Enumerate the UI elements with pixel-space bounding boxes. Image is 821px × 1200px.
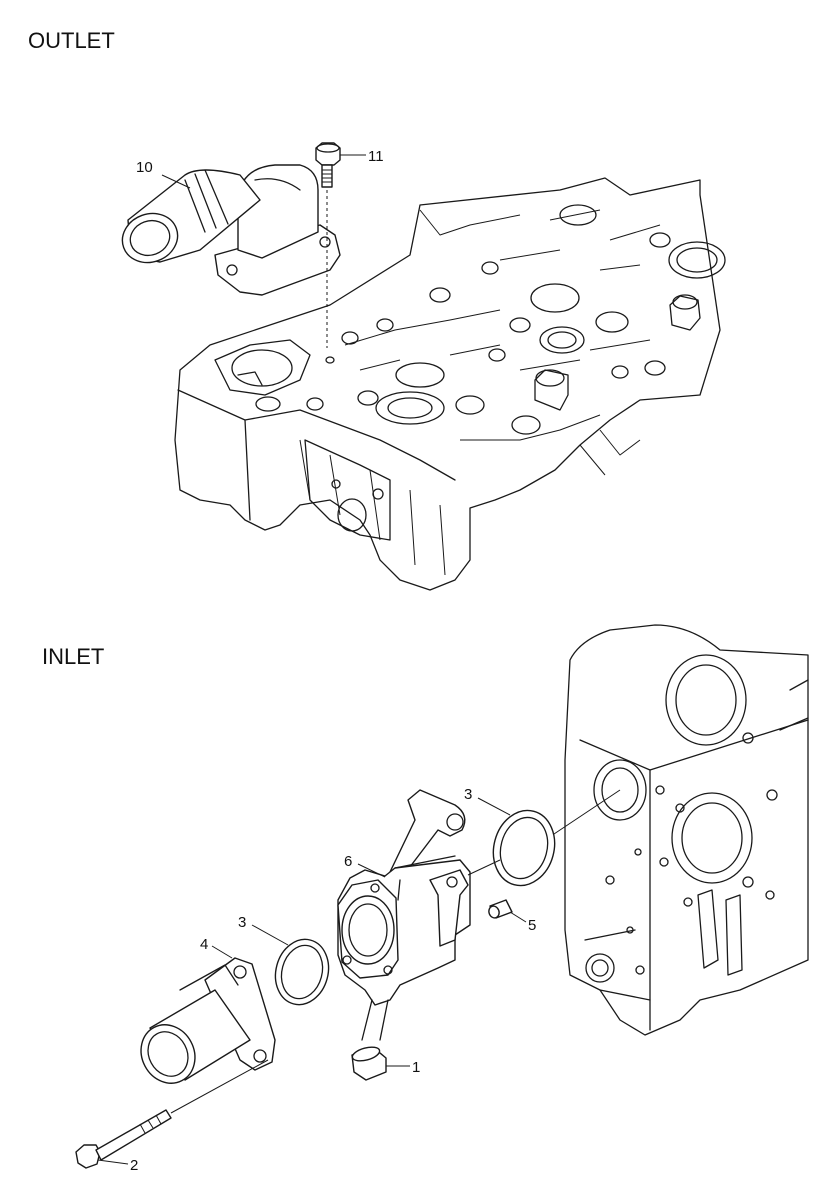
outlet-elbow-part-10 (121, 164, 341, 296)
dowel-pin-part-5 (488, 899, 513, 919)
ring-to-housing-line (547, 789, 621, 839)
o-ring-part-3-upper (492, 809, 556, 887)
callout-3-upper: 3 (464, 786, 472, 803)
inlet-pipe-part-4 (140, 957, 276, 1084)
outlet-bolt-part-11 (315, 142, 341, 348)
callout-3-lower: 3 (238, 914, 246, 931)
outlet-callouts: 10 11 (136, 148, 384, 189)
front-housing (564, 624, 809, 1036)
inlet-housing-part-6 (337, 789, 501, 1041)
callout-6: 6 (344, 853, 352, 870)
o-ring-part-3-lower (274, 938, 330, 1006)
plug-part-1 (351, 1046, 387, 1081)
callout-10: 10 (136, 159, 153, 176)
callout-11: 11 (368, 148, 384, 165)
inlet-section-title: INLET (42, 644, 104, 669)
long-bolt-part-2 (75, 1059, 269, 1169)
leader-10 (161, 174, 191, 189)
callout-2: 2 (130, 1157, 138, 1174)
callout-4: 4 (200, 936, 208, 953)
inlet-callouts: 3 6 3 4 5 1 2 (97, 786, 536, 1174)
outlet-section-title: OUTLET (28, 28, 115, 53)
cylinder-head (174, 177, 726, 591)
callout-1: 1 (412, 1059, 420, 1076)
callout-5: 5 (528, 917, 536, 934)
